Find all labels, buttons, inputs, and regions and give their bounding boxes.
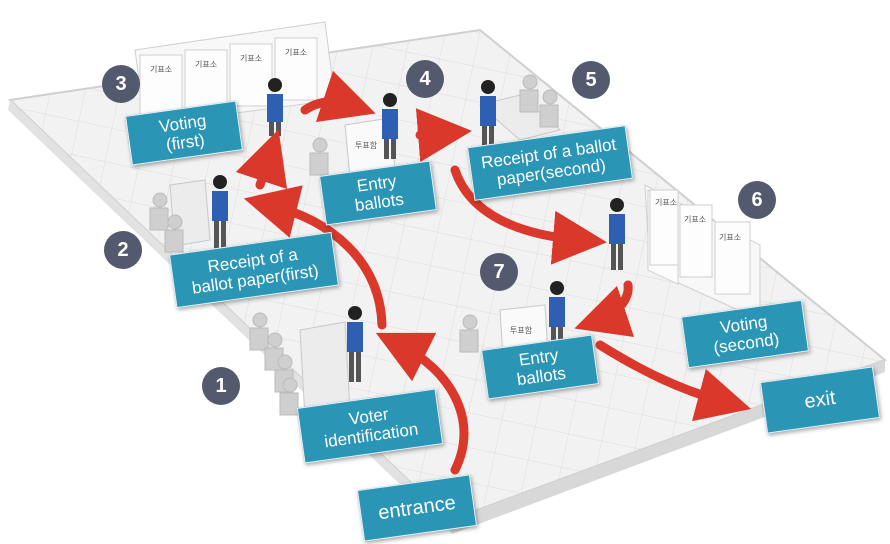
arrow-receipt2-to-voting2 (450, 165, 607, 265)
arrow-entry1-to-receipt2 (415, 108, 472, 163)
voter-figure (609, 198, 625, 270)
arrow-voting1-to-entry1 (300, 70, 376, 123)
arrow-entry2-to-exit (595, 340, 752, 422)
booth-sign: 기표소 (655, 198, 677, 207)
voter-figure (382, 93, 398, 159)
booth-sign: 기표소 (240, 54, 262, 63)
svg-text:투표함: 투표함 (510, 326, 533, 335)
arrow-identification-to-receipt1 (243, 185, 387, 330)
step-number-3: 3 (102, 65, 140, 103)
booth-sign: 기표소 (195, 60, 217, 69)
booth-sign: 기표소 (719, 233, 741, 242)
desk-receipt-second (478, 94, 562, 141)
arrow-receipt1-to-voting1 (235, 129, 288, 190)
step-number-5: 5 (572, 61, 610, 99)
voter-figure (212, 175, 228, 249)
step-number-7: 7 (480, 253, 518, 291)
step-number-6: 6 (738, 181, 776, 219)
booth-sign: 기표소 (684, 215, 706, 224)
step-number-4: 4 (406, 60, 444, 98)
voting-booths-second: 기표소 기표소 기표소 (644, 184, 761, 321)
seated-clerks (149, 74, 559, 416)
step-number-2: 2 (104, 231, 142, 269)
arrow-voting2-to-entry2 (574, 280, 635, 338)
booth-sign: 기표소 (150, 65, 172, 74)
flow-arrows (235, 70, 752, 475)
step-number-1: 1 (202, 367, 240, 405)
voter-figure (347, 306, 363, 382)
booth-sign: 기표소 (285, 48, 307, 57)
svg-text:투표함: 투표함 (355, 141, 378, 150)
arrow-entrance-to-identification (375, 332, 469, 475)
voters (212, 78, 625, 382)
